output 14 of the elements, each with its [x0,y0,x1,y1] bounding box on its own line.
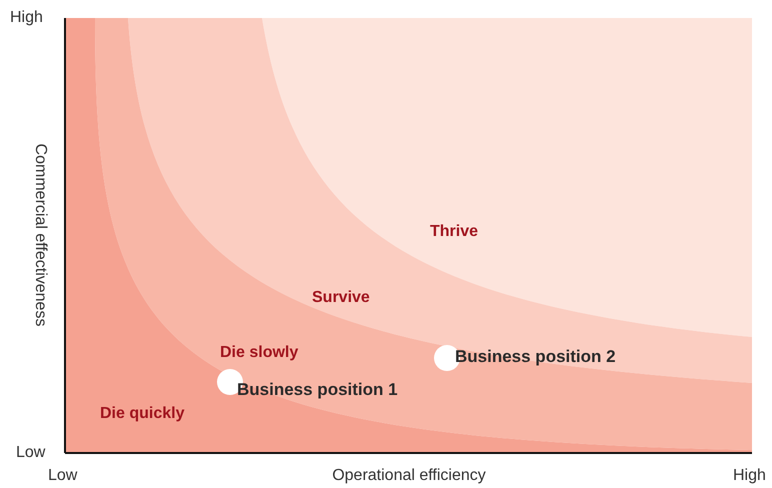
zone-band [128,18,752,383]
zone-label: Die slowly [220,344,298,362]
axis-label: High [733,467,766,485]
zone-band [262,18,752,337]
position-label: Business position 2 [455,347,616,367]
axis-label: Commercial effectiveness [31,144,49,326]
zone-label: Survive [312,289,370,307]
zone-label: Thrive [430,223,478,241]
axis-label: Operational efficiency [332,467,486,485]
axis-label: Low [16,444,46,462]
axis-label: High [10,9,43,27]
position-label: Business position 1 [237,380,398,400]
zone-label: Die quickly [100,405,184,423]
axis-label: Low [48,467,78,485]
